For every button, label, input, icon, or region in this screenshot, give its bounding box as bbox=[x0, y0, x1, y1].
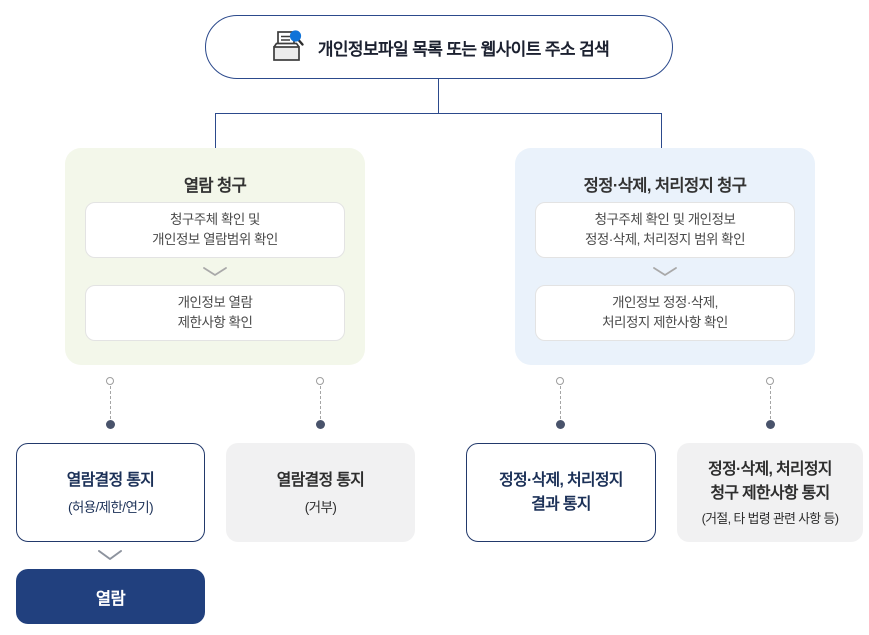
search-pill-label: 개인정보파일 목록 또는 웹사이트 주소 검색 bbox=[317, 39, 610, 59]
outcome-title-line: 청구 제한사항 통지 bbox=[710, 485, 830, 502]
step-line: 정정·삭제, 처리정지 범위 확인 bbox=[584, 232, 746, 247]
chevron-down-icon bbox=[653, 267, 677, 276]
dashed-connector bbox=[764, 377, 776, 429]
dashed-connector bbox=[314, 377, 326, 429]
step-line: 처리정지 제한사항 확인 bbox=[602, 315, 728, 330]
outcome-title-line: 정정·삭제, 처리정지 bbox=[708, 461, 832, 479]
outcome-title: 정정·삭제, 처리정지 청구 제한사항 통지 bbox=[708, 458, 832, 505]
outcome-note: (허용/제한/연기) bbox=[67, 500, 154, 516]
outcome-correction-result-notice: 정정·삭제, 처리정지 결과 통지 bbox=[466, 443, 656, 542]
connector-ring bbox=[766, 377, 774, 385]
connector-horizontal bbox=[215, 113, 662, 114]
outcome-view-decision-notice: 열람결정 통지 (허용/제한/연기) bbox=[16, 443, 205, 542]
chevron-down-icon bbox=[203, 267, 227, 276]
step-line: 청구주체 확인 및 개인정보 bbox=[594, 211, 736, 227]
search-pill: 개인정보파일 목록 또는 웹사이트 주소 검색 bbox=[205, 15, 673, 79]
connector-dash-line bbox=[109, 386, 111, 419]
file-search-icon bbox=[269, 30, 307, 64]
connector-ring bbox=[106, 377, 114, 385]
outcome-title-line: 정정·삭제, 처리정지 bbox=[499, 471, 623, 489]
outcome-note: (거절, 타 법령 관련 사항 등) bbox=[701, 510, 839, 526]
connector-vertical-center bbox=[438, 79, 439, 113]
dashed-connector bbox=[104, 377, 116, 429]
connector-dot bbox=[765, 420, 775, 429]
step-box: 개인정보 열람 제한사항 확인 bbox=[85, 285, 345, 341]
panel-title: 정정·삭제, 처리정지 청구 bbox=[583, 177, 747, 195]
step-line: 개인정보 정정·삭제, bbox=[612, 294, 718, 310]
panel-correction-request: 정정·삭제, 처리정지 청구 청구주체 확인 및 개인정보 정정·삭제, 처리정… bbox=[515, 148, 815, 365]
outcome-title: 열람결정 통지 bbox=[66, 471, 155, 489]
outcome-title: 정정·삭제, 처리정지 결과 통지 bbox=[499, 469, 623, 516]
connector-dash-line bbox=[559, 386, 561, 419]
panel-title: 열람 청구 bbox=[183, 177, 247, 195]
connector-vertical-left bbox=[215, 113, 216, 150]
dashed-connector bbox=[554, 377, 566, 429]
step-box: 청구주체 확인 및 개인정보 정정·삭제, 처리정지 범위 확인 bbox=[535, 202, 795, 258]
step-line: 제한사항 확인 bbox=[177, 315, 253, 330]
final-view-box: 열람 bbox=[16, 569, 205, 624]
outcome-title: 열람결정 통지 bbox=[276, 471, 365, 489]
outcome-correction-restriction-notice: 정정·삭제, 처리정지 청구 제한사항 통지 (거절, 타 법령 관련 사항 등… bbox=[677, 443, 863, 542]
step-line: 개인정보 열람범위 확인 bbox=[152, 232, 278, 247]
step-line: 개인정보 열람 bbox=[177, 294, 253, 310]
connector-dot bbox=[315, 420, 325, 429]
connector-ring bbox=[556, 377, 564, 385]
step-box: 개인정보 정정·삭제, 처리정지 제한사항 확인 bbox=[535, 285, 795, 341]
outcome-title-line: 결과 통지 bbox=[531, 495, 591, 513]
connector-dash-line bbox=[319, 386, 321, 419]
connector-vertical-right bbox=[661, 113, 662, 150]
step-line: 청구주체 확인 및 bbox=[170, 211, 260, 227]
connector-dot bbox=[555, 420, 565, 429]
outcome-note: (거부) bbox=[304, 500, 337, 516]
panel-view-request: 열람 청구 청구주체 확인 및 개인정보 열람범위 확인 개인정보 열람 제한사… bbox=[65, 148, 365, 365]
step-box: 청구주체 확인 및 개인정보 열람범위 확인 bbox=[85, 202, 345, 258]
connector-ring bbox=[316, 377, 324, 385]
chevron-down-icon bbox=[98, 550, 122, 560]
connector-dash-line bbox=[769, 386, 771, 419]
outcome-view-decision-refusal: 열람결정 통지 (거부) bbox=[226, 443, 415, 542]
connector-dot bbox=[105, 420, 115, 429]
final-label: 열람 bbox=[95, 589, 126, 608]
